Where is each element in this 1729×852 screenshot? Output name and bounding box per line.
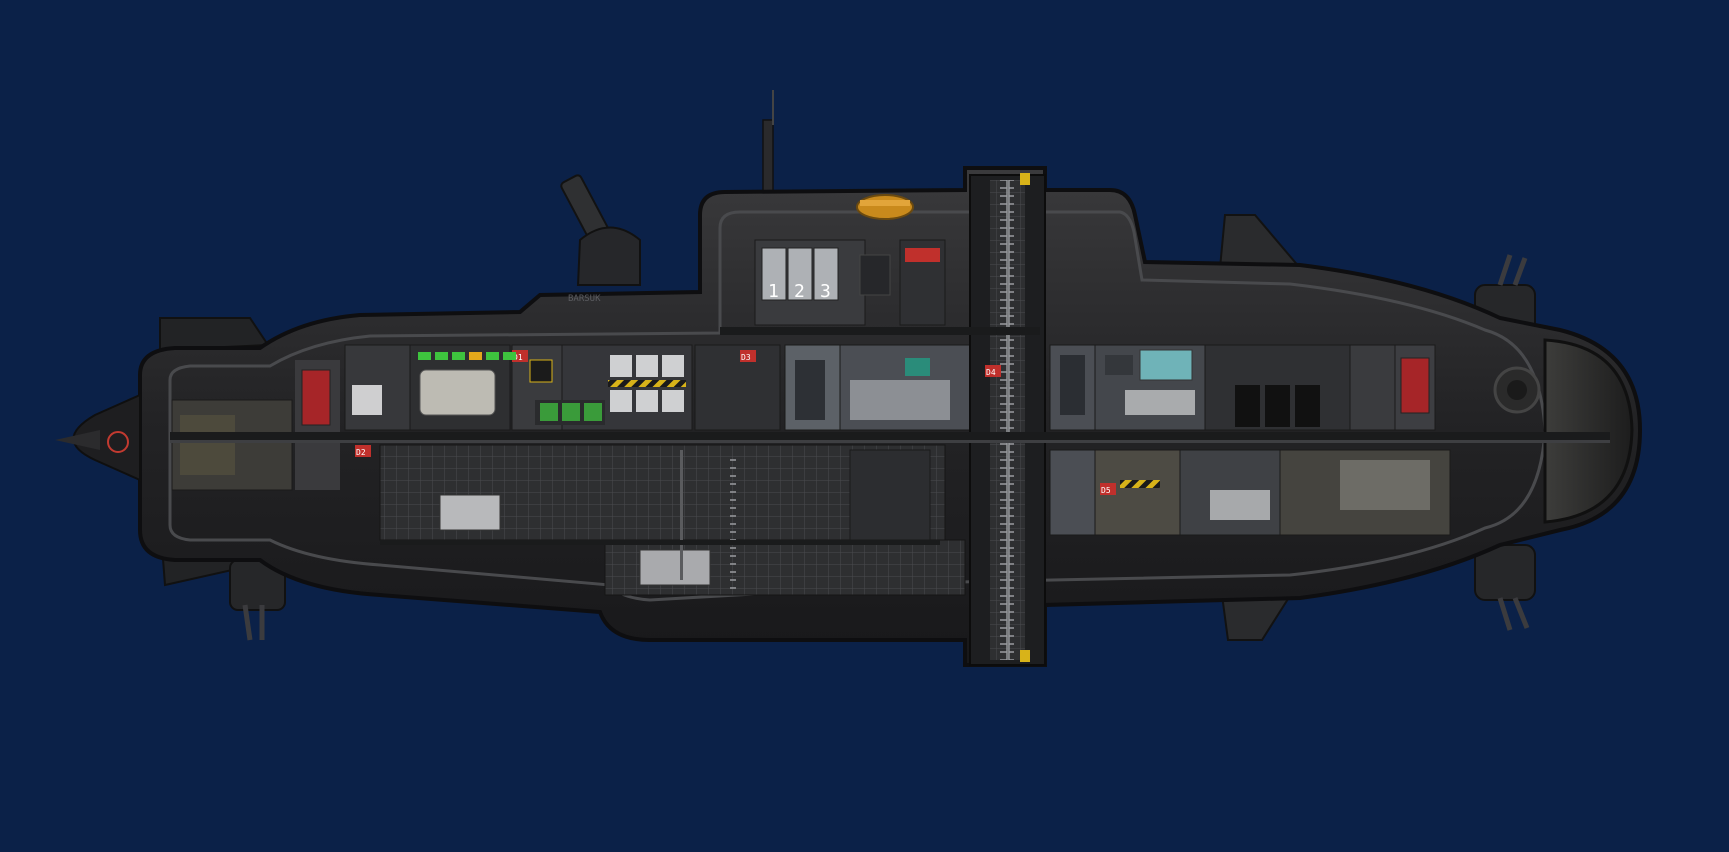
status-led [469,352,482,360]
rear-stabilizer-top [159,317,270,352]
rear-pod-lower [229,559,286,641]
sonar-dome-icon [1493,338,1634,524]
ladder-icon[interactable] [1000,180,1014,660]
periscope-icon [762,90,774,196]
hull-name-plate: BARSUK [568,294,601,304]
deck-sign-2: D2 [356,448,366,457]
deck-beams [170,327,1610,545]
ballast-tank-1: 1 [768,281,779,302]
status-led [452,352,465,360]
deck-sign-3: D3 [741,353,751,362]
deck-sign-5: D5 [1101,486,1111,495]
docking-hatch-icon [856,194,914,220]
status-led [435,352,448,360]
status-led [418,352,431,360]
forward-fin-top [1218,214,1303,269]
propeller-icon [55,393,141,482]
status-led [486,352,499,360]
upper-deck [171,344,971,491]
ballast-tanks: 1 2 3 [761,247,839,302]
railgun-icon [560,174,641,286]
status-led [503,352,516,360]
power-cells [608,355,686,412]
deck-sign-1: D1 [513,353,523,362]
ballast-tank-2: 2 [794,281,805,302]
lower-deck [379,444,1451,596]
fore-upper-rooms [1049,344,1436,431]
ballast-tank-3: 3 [820,281,831,302]
central-shaft [969,173,1046,666]
deck-sign-4: D4 [986,368,996,377]
status-led-row [418,352,516,360]
front-pod-bottom [1474,544,1536,631]
